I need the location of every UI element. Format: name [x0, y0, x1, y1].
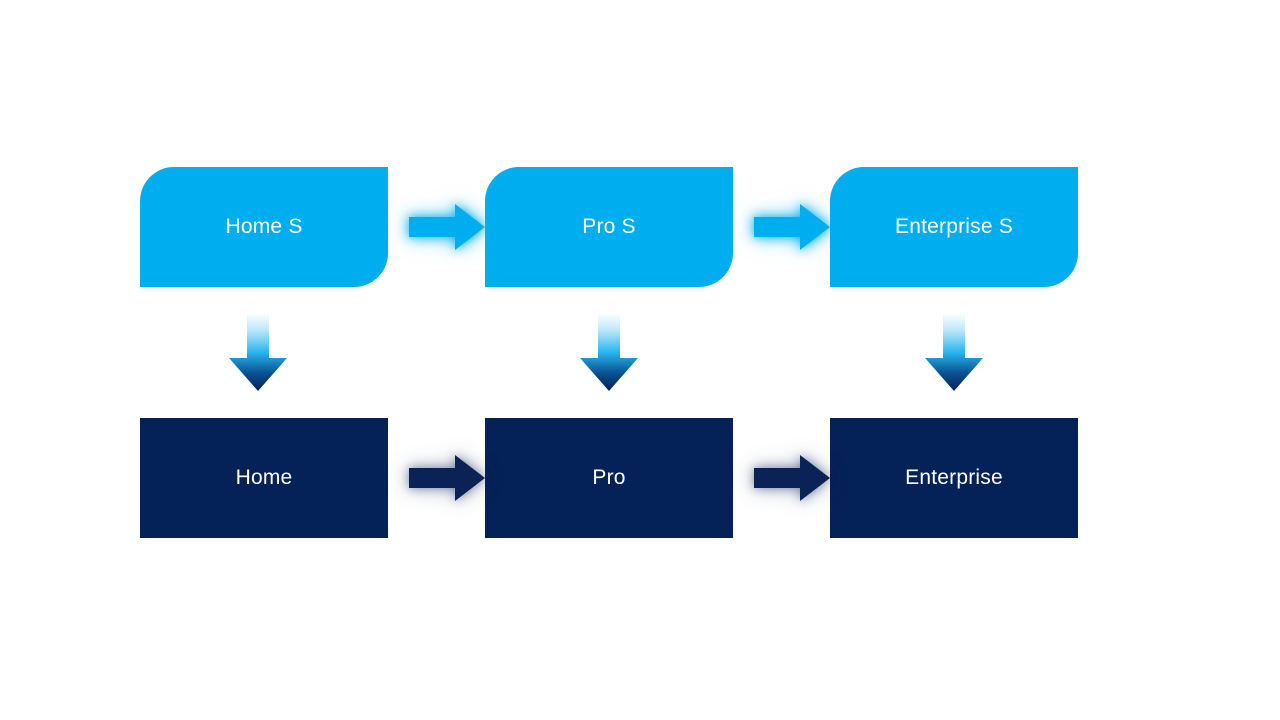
- node-enterprise-s-label: Enterprise S: [895, 215, 1013, 239]
- arrow-right-icon-base-2: [754, 455, 830, 501]
- arrow-right-icon-service-2: [754, 204, 830, 250]
- arrow-down-icon-pro: [580, 313, 638, 391]
- node-pro-s-label: Pro S: [582, 215, 636, 239]
- arrow-right-icon-service-1: [409, 204, 485, 250]
- arrow-down-icon-enterprise: [925, 313, 983, 391]
- node-pro-label: Pro: [592, 466, 626, 490]
- node-enterprise-label: Enterprise: [905, 466, 1003, 490]
- arrow-right-icon-base-1: [409, 455, 485, 501]
- arrow-down-icon-home: [229, 313, 287, 391]
- node-enterprise[interactable]: Enterprise: [830, 418, 1078, 538]
- node-home-s[interactable]: Home S: [140, 167, 388, 287]
- node-home-label: Home: [235, 466, 293, 490]
- node-pro[interactable]: Pro: [485, 418, 733, 538]
- node-enterprise-s[interactable]: Enterprise S: [830, 167, 1078, 287]
- node-home-s-label: Home S: [225, 215, 303, 239]
- node-pro-s[interactable]: Pro S: [485, 167, 733, 287]
- node-home[interactable]: Home: [140, 418, 388, 538]
